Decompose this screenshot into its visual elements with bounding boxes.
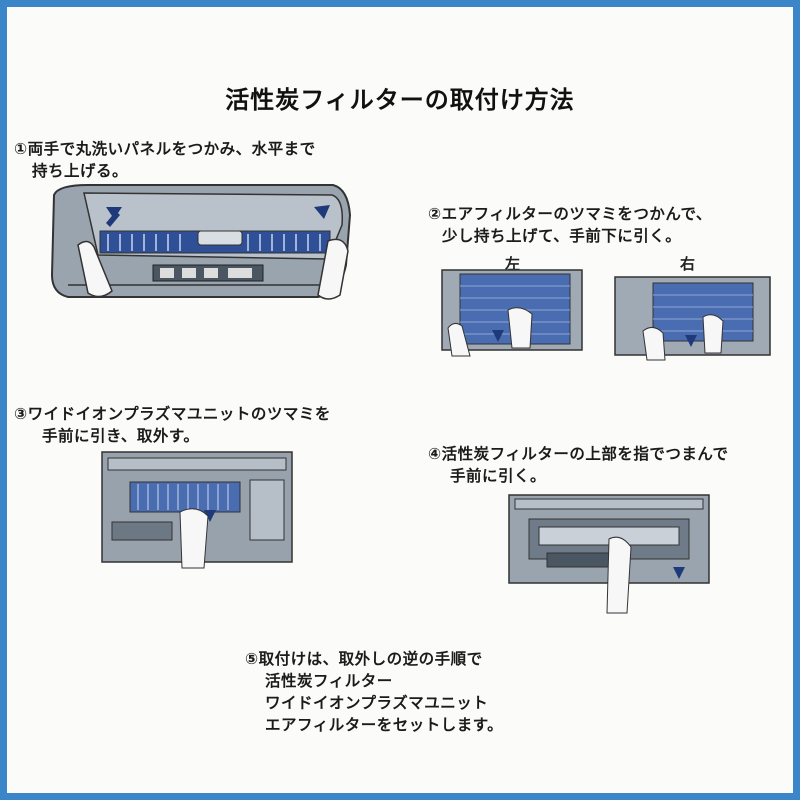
step-4-line-2: 手前に引く。 <box>450 467 547 485</box>
step-3-illustration <box>101 451 293 569</box>
step-5-number: ⑤ <box>245 650 259 668</box>
step-4-illustration <box>508 494 710 614</box>
step-2-number: ② <box>428 205 442 223</box>
step-1-line-2: 持ち上げる。 <box>32 162 129 180</box>
step-5-line-4: エアフィルターをセットします。 <box>265 716 504 734</box>
step-4-number: ④ <box>428 445 442 463</box>
page-title: 活性炭フィルターの取付け方法 <box>225 86 575 114</box>
step-2-line-2: 少し持ち上げて、手前下に引く。 <box>442 227 682 245</box>
step-4-line-1: 活性炭フィルターの上部を指でつまんで <box>441 445 729 463</box>
step-3-line-2: 手前に引き、取外す。 <box>42 427 200 445</box>
step-1-number: ① <box>14 140 28 158</box>
page-background <box>7 7 793 793</box>
step-2-text: ②エアフィルターのツマミをつかんで、 少し持ち上げて、手前下に引く。 <box>428 203 712 247</box>
step-5-line-2: 活性炭フィルター <box>265 672 393 690</box>
step-2-left-illustration <box>441 269 583 357</box>
step-5-line-3: ワイドイオンプラズマユニット <box>265 694 489 712</box>
step-5-line-1: 取付けは、取外しの逆の手順で <box>258 650 483 668</box>
step-2-right-illustration <box>614 276 771 361</box>
step-4-text: ④活性炭フィルターの上部を指でつまんで 手前に引く。 <box>428 443 729 487</box>
step-3-text: ③ワイドイオンプラズマユニットのツマミを 手前に引き、取外す。 <box>14 403 331 447</box>
step-1-line-1: 両手で丸洗いパネルをつかみ、水平まで <box>27 140 316 158</box>
label-right: 右 <box>680 255 696 273</box>
label-left: 左 <box>505 255 521 273</box>
step-2-line-1: エアフィルターのツマミをつかんで、 <box>441 205 712 223</box>
step-1-text: ①両手で丸洗いパネルをつかみ、水平まで 持ち上げる。 <box>14 138 316 182</box>
step-5-text: ⑤取付けは、取外しの逆の手順で 活性炭フィルター ワイドイオンプラズマユニット … <box>245 648 503 736</box>
step-3-number: ③ <box>14 405 28 423</box>
step-1-illustration <box>50 184 352 300</box>
step-3-line-1: ワイドイオンプラズマユニットのツマミを <box>27 405 331 423</box>
